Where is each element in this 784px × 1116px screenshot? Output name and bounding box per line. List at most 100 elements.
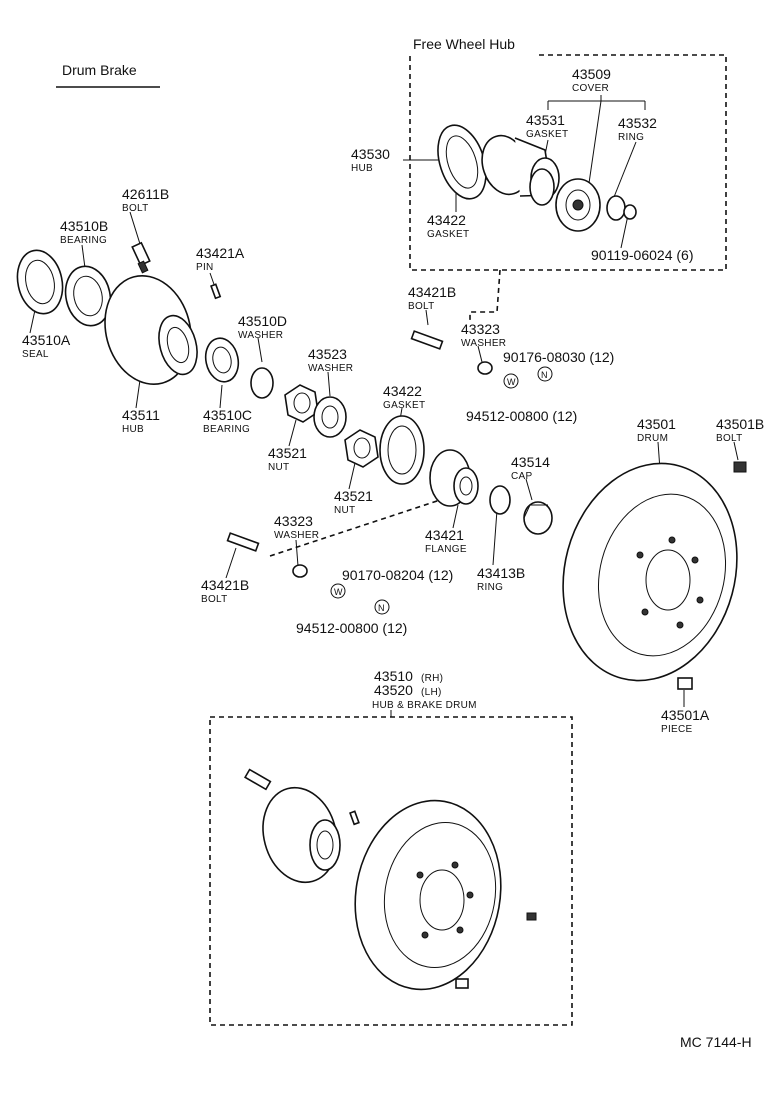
bolt-43421B-upper xyxy=(410,330,444,350)
ring-43413B xyxy=(489,485,511,515)
svg-text:43501: 43501 xyxy=(637,416,676,432)
label-43421B-upper: 43421B BOLT xyxy=(408,284,456,312)
svg-text:43421A: 43421A xyxy=(196,245,245,261)
svg-text:W: W xyxy=(507,377,516,387)
code-94512-00800-lower: 94512-00800 (12) xyxy=(296,620,407,636)
label-43510D: 43510D WASHER xyxy=(238,313,287,341)
hub-43511 xyxy=(104,274,198,386)
svg-text:43421: 43421 xyxy=(425,527,464,543)
assembly-hub xyxy=(262,786,341,884)
label-43531: 43531 GASKET xyxy=(526,112,568,140)
svg-text:43421B: 43421B xyxy=(408,284,456,300)
label-43532: 43532 RING xyxy=(618,115,657,143)
label-43510B: 43510B BEARING xyxy=(60,218,108,246)
svg-text:WASHER: WASHER xyxy=(308,363,353,374)
label-43323-lower: 43323 WASHER xyxy=(274,513,319,541)
label-43422-lower: 43422 GASKET xyxy=(383,383,425,411)
flange-43421 xyxy=(429,449,479,507)
svg-text:43521: 43521 xyxy=(268,445,307,461)
svg-text:RING: RING xyxy=(477,582,503,593)
svg-text:43501A: 43501A xyxy=(661,707,710,723)
svg-text:43323: 43323 xyxy=(274,513,313,529)
svg-text:43530: 43530 xyxy=(351,146,390,162)
code-90119-06024: 90119-06024 (6) xyxy=(591,247,693,263)
svg-text:GASKET: GASKET xyxy=(427,229,469,240)
label-43421B-lower: 43421B BOLT xyxy=(201,577,249,605)
label-43501B: 43501B BOLT xyxy=(716,416,764,444)
piece-43501A xyxy=(677,677,693,690)
svg-text:HUB: HUB xyxy=(351,163,373,174)
bolt-43421B-lower xyxy=(226,532,260,552)
assembly-box xyxy=(209,716,573,1026)
svg-text:DRUM: DRUM xyxy=(637,433,668,444)
assembly-label: 43510 (RH) 43520 (LH) HUB & BRAKE DRUM xyxy=(372,668,477,711)
nut-symbol-upper: N xyxy=(537,366,553,382)
label-43521-lower: 43521 NUT xyxy=(334,488,373,516)
svg-text:HUB & BRAKE DRUM: HUB & BRAKE DRUM xyxy=(372,700,477,711)
cover-43509 xyxy=(555,178,601,232)
svg-text:BOLT: BOLT xyxy=(716,433,743,444)
svg-text:43521: 43521 xyxy=(334,488,373,504)
svg-text:43501B: 43501B xyxy=(716,416,764,432)
svg-text:43510D: 43510D xyxy=(238,313,287,329)
svg-text:GASKET: GASKET xyxy=(526,129,568,140)
pin-43421A xyxy=(210,283,222,300)
svg-text:43514: 43514 xyxy=(511,454,550,470)
svg-text:43511: 43511 xyxy=(122,407,160,423)
label-43521-upper: 43521 NUT xyxy=(268,445,307,473)
assembly-bolt xyxy=(244,768,272,791)
drum-43501 xyxy=(562,462,738,682)
label-43501: 43501 DRUM xyxy=(637,416,676,444)
svg-text:43510C: 43510C xyxy=(203,407,252,423)
svg-text:43531: 43531 xyxy=(526,112,565,128)
code-94512-00800-upper: 94512-00800 (12) xyxy=(466,408,577,424)
svg-text:WASHER: WASHER xyxy=(274,530,319,541)
svg-text:BEARING: BEARING xyxy=(203,424,250,435)
label-43514: 43514 CAP xyxy=(511,454,550,482)
svg-text:GASKET: GASKET xyxy=(383,400,425,411)
svg-text:N: N xyxy=(378,603,385,613)
svg-text:(LH): (LH) xyxy=(421,687,442,698)
svg-text:RING: RING xyxy=(618,132,644,143)
nut-43521-upper xyxy=(284,384,319,423)
label-43413B: 43413B RING xyxy=(477,565,525,593)
nut-43521-lower xyxy=(344,429,379,468)
code-90170-08204: 90170-08204 (12) xyxy=(342,567,453,583)
svg-text:43421B: 43421B xyxy=(201,577,249,593)
washer-43523 xyxy=(313,396,347,438)
gasket-43531 xyxy=(529,168,555,206)
svg-text:43422: 43422 xyxy=(383,383,422,399)
svg-text:BOLT: BOLT xyxy=(201,594,228,605)
svg-text:43323: 43323 xyxy=(461,321,500,337)
washer-symbol-lower: W xyxy=(330,583,346,599)
label-43501A: 43501A PIECE xyxy=(661,707,710,735)
label-43510A: 43510A SEAL xyxy=(22,332,71,360)
label-43511: 43511 HUB xyxy=(122,407,160,435)
label-43523: 43523 WASHER xyxy=(308,346,353,374)
bolt-42611B xyxy=(131,241,151,274)
label-43530: 43530 HUB xyxy=(351,146,390,174)
svg-text:PIECE: PIECE xyxy=(661,724,693,735)
svg-text:HUB: HUB xyxy=(122,424,144,435)
svg-text:NUT: NUT xyxy=(334,505,355,516)
washer-43323-upper xyxy=(477,361,493,375)
svg-text:BOLT: BOLT xyxy=(408,301,435,312)
svg-text:PIN: PIN xyxy=(196,262,214,273)
code-90176-08030: 90176-08030 (12) xyxy=(503,349,614,365)
svg-text:43510B: 43510B xyxy=(60,218,108,234)
svg-text:BOLT: BOLT xyxy=(122,203,149,214)
label-42611B: 42611B BOLT xyxy=(122,186,169,214)
washer-43323-lower xyxy=(292,564,308,578)
drum-brake-title: Drum Brake xyxy=(62,62,137,78)
svg-text:43523: 43523 xyxy=(308,346,347,362)
svg-text:43520: 43520 xyxy=(374,682,413,698)
svg-text:NUT: NUT xyxy=(268,462,289,473)
gasket-43422-lower xyxy=(379,415,425,485)
label-43421A: 43421A PIN xyxy=(196,245,245,273)
assembly-drum-bolt xyxy=(526,912,537,921)
svg-text:CAP: CAP xyxy=(511,471,532,482)
cap-43514 xyxy=(523,501,553,535)
svg-text:FLANGE: FLANGE xyxy=(425,544,467,555)
seal-43510A xyxy=(16,249,64,315)
